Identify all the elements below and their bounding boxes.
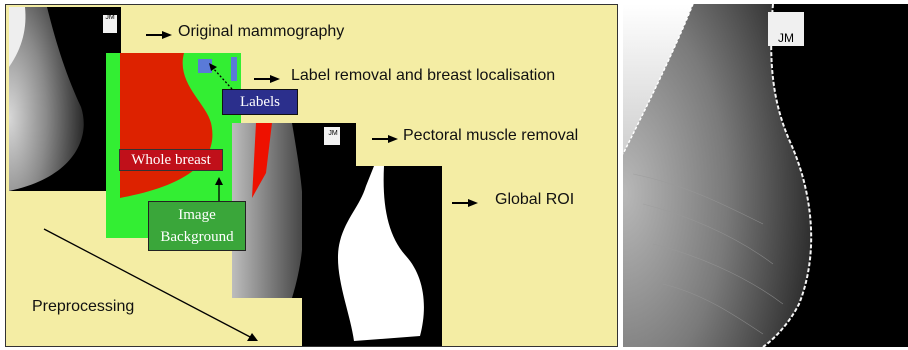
step-original-label: Original mammography: [178, 23, 344, 41]
step-pectoral-label: Pectoral muscle removal: [403, 127, 578, 145]
result-mammogram-image: JM: [623, 4, 908, 347]
step-label-removal-label: Label removal and breast localisation: [291, 67, 555, 85]
film-marker-large: JM: [778, 31, 794, 45]
pipeline-panel: JM JM Labels Whole breast Image Backgrou…: [5, 4, 618, 347]
preprocessing-label: Preprocessing: [32, 298, 134, 316]
pointer-arrows: [6, 5, 618, 347]
step-global-roi-label: Global ROI: [495, 191, 574, 209]
